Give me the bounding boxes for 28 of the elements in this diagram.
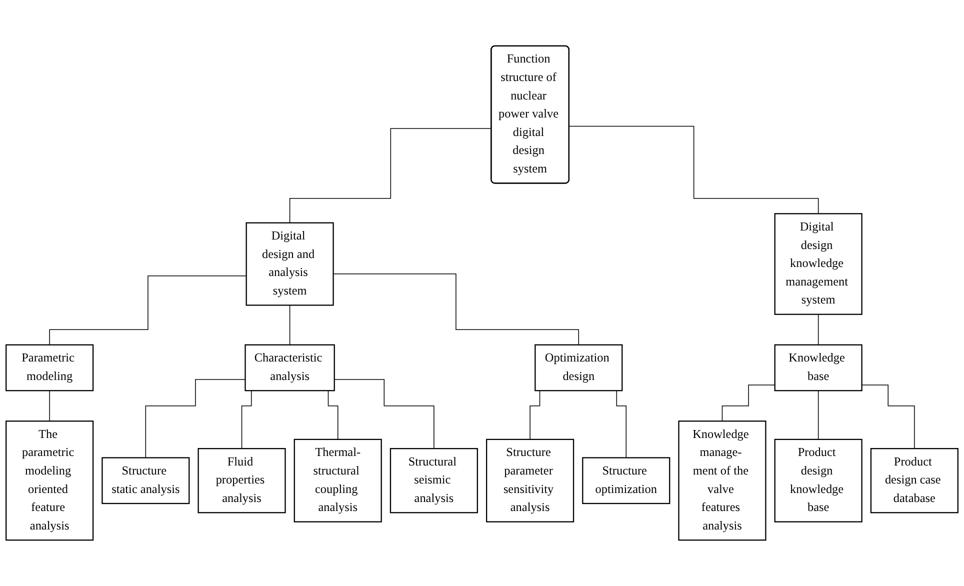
connector bbox=[861, 384, 915, 449]
node-box: Thermal-structural coupling analysis bbox=[294, 438, 382, 522]
node-box: Characteristic analysis bbox=[244, 344, 335, 392]
connector bbox=[49, 390, 50, 422]
connector bbox=[568, 126, 819, 214]
node-box: Parametric modeling bbox=[6, 344, 94, 392]
connector bbox=[332, 274, 580, 346]
connector bbox=[818, 390, 819, 440]
connector bbox=[289, 128, 492, 224]
node-box: Product design knowledge base bbox=[774, 438, 862, 522]
node-box: Structure static analysis bbox=[102, 457, 190, 504]
node-box: The parametric modeling oriented feature analysis bbox=[6, 420, 94, 541]
connector bbox=[49, 276, 247, 346]
node-box: Knowledge manage- ment of the valve features analysis bbox=[678, 420, 766, 541]
node-box: Digital design and analysis system bbox=[246, 222, 334, 306]
node-box: Structural seismic analysis bbox=[390, 448, 478, 514]
node-box: Optimization design bbox=[534, 344, 623, 392]
node-box: Knowledge base bbox=[774, 344, 862, 392]
node-box: Structure parameter sensitivity analysis bbox=[486, 438, 574, 522]
connector bbox=[818, 314, 819, 346]
connector bbox=[722, 384, 776, 422]
node-box: Structure optimization bbox=[582, 457, 670, 504]
node-box: Product design case database bbox=[870, 448, 958, 514]
connector bbox=[334, 379, 434, 449]
node-box: Fluid properties analysis bbox=[198, 448, 286, 514]
connector bbox=[289, 304, 290, 346]
connector bbox=[145, 379, 246, 458]
node-box: Digital design knowledge management system bbox=[774, 213, 862, 315]
